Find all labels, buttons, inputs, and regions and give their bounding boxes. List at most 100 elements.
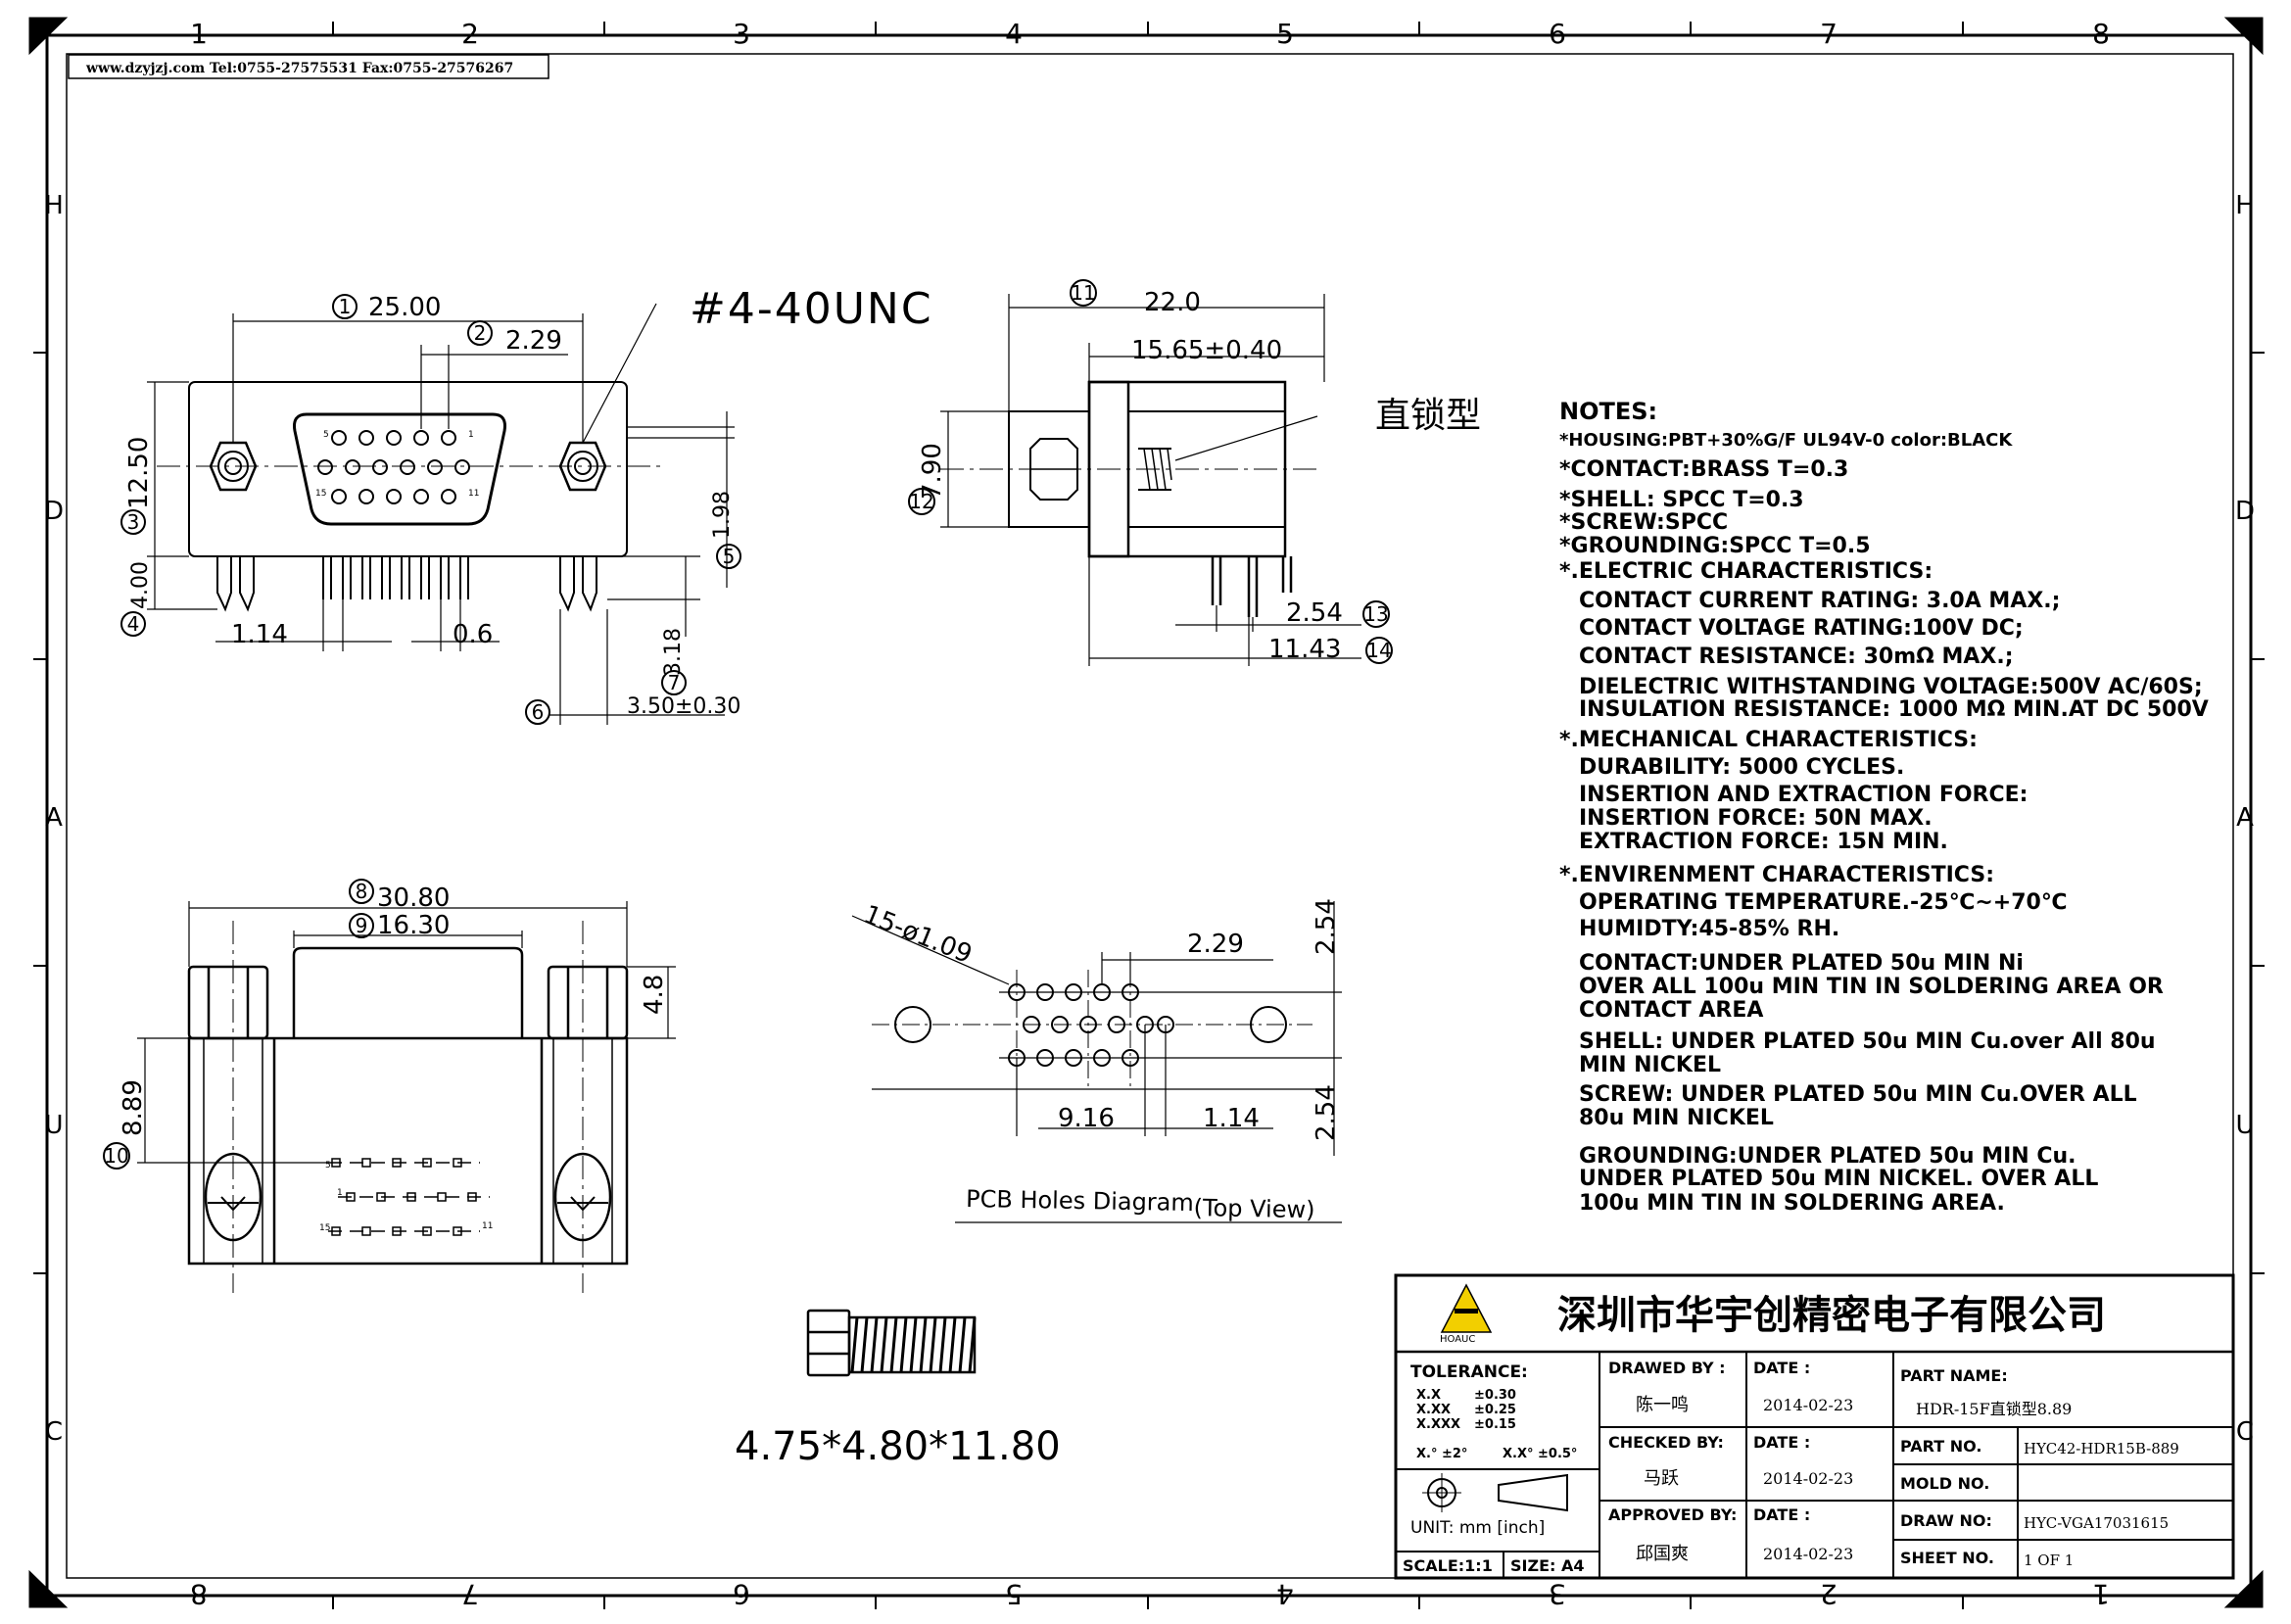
tolerance-label: TOLERANCE: <box>1410 1362 1528 1382</box>
angle-tol: X.X° ±0.5° <box>1503 1447 1577 1461</box>
note-line: CONTACT VOLTAGE RATING:100V DC; <box>1579 616 2024 641</box>
row-label: D <box>44 497 64 526</box>
row-label: H <box>44 191 64 220</box>
note-line: *SCREW:SPCC <box>1559 510 1728 535</box>
approved-by-name: 邱国爽 <box>1636 1544 1689 1564</box>
sheet-no-label: SHEET NO. <box>1900 1549 1994 1567</box>
col-label: 2 <box>1820 1578 1838 1610</box>
tol-key: X.XXX <box>1416 1417 1460 1432</box>
note-line: *CONTACT:BRASS T=0.3 <box>1559 457 1848 482</box>
note-line: INSULATION RESISTANCE: 1000 MΩ MIN.AT DC… <box>1579 697 2209 722</box>
dim-4-8: 4.8 <box>640 975 669 1015</box>
note-line: CONTACT CURRENT RATING: 3.0A MAX.; <box>1579 589 2060 613</box>
dim-2-54-bot: 2.54 <box>1312 1084 1341 1141</box>
note-line: *.MECHANICAL CHARACTERISTICS: <box>1559 728 1978 752</box>
row-label: A <box>45 803 63 833</box>
col-label: 3 <box>733 18 750 50</box>
note-line: 80u MIN NICKEL <box>1579 1106 1774 1130</box>
dim-1-14: 1.14 <box>1203 1104 1260 1133</box>
logo-text: HOAUC <box>1440 1334 1475 1345</box>
dim-2-29: 2.29 <box>505 326 562 356</box>
title-block <box>1394 1273 2235 1580</box>
note-line: CONTACT RESISTANCE: 30mΩ MAX.; <box>1579 645 2014 669</box>
note-line: CONTACT AREA <box>1579 998 1763 1023</box>
column-labels-top: 1 2 3 4 5 6 7 8 <box>190 18 2110 50</box>
col-label: 6 <box>1549 18 1566 50</box>
col-label: 7 <box>1820 18 1838 50</box>
pcb-diagram-labels: 15-ø1.09 2.29 2.54 2.54 9.16 1.14 PCB Ho… <box>859 898 1341 1223</box>
col-label: 1 <box>190 18 208 50</box>
dim-4-00: 4.00 <box>128 561 153 609</box>
dim-7-90: 7.90 <box>918 443 947 500</box>
dim-0-6: 0.6 <box>453 620 493 649</box>
callout-12: 12 <box>909 490 933 513</box>
part-name-label: PART NAME: <box>1900 1366 2008 1385</box>
pin-label-5: 5 <box>323 430 329 440</box>
mold-no-label: MOLD NO. <box>1900 1474 1989 1493</box>
checked-by-name: 马跃 <box>1644 1468 1679 1489</box>
size-label: SIZE: A4 <box>1510 1556 1585 1575</box>
part-no-value: HYC42-HDR15B-889 <box>2024 1440 2179 1457</box>
note-line: OVER ALL 100u MIN TIN IN SOLDERING AREA … <box>1579 975 2164 999</box>
pin-label-1: 1 <box>337 1188 343 1198</box>
callout-5: 5 <box>723 545 736 568</box>
tol-key: X.X <box>1416 1388 1441 1403</box>
note-line: DIELECTRIC WITHSTANDING VOLTAGE:500V AC/… <box>1579 675 2203 699</box>
col-label: 5 <box>1276 18 1294 50</box>
screw-drawing <box>806 1309 977 1377</box>
note-line: *.ELECTRIC CHARACTERISTICS: <box>1559 559 1933 584</box>
note-line: INSERTION FORCE: 50N MAX. <box>1579 806 1933 831</box>
dim-30-80: 30.80 <box>377 884 450 913</box>
dim-2-54-top: 2.54 <box>1312 898 1341 955</box>
date-label: DATE : <box>1753 1433 1810 1452</box>
note-line: GROUNDING:UNDER PLATED 50u MIN Cu. <box>1579 1144 2076 1169</box>
side-view-labels: 直锁型 22.0 15.65±0.40 7.90 2.54 11.43 <box>918 288 1481 664</box>
date-value: 2014-02-23 <box>1763 1469 1853 1488</box>
note-line: 100u MIN TIN IN SOLDERING AREA. <box>1579 1191 2005 1216</box>
notes-title: NOTES: <box>1559 398 1657 425</box>
dim-8-89: 8.89 <box>119 1079 148 1136</box>
date-value: 2014-02-23 <box>1763 1396 1853 1414</box>
front-view-callouts: 1 2 3 4 5 6 7 <box>120 294 741 725</box>
pcb-title-main: PCB Holes Diagram <box>966 1185 1194 1217</box>
front-view-labels: #4-40UNC 25.00 2.29 12.50 4.00 1.98 1.14… <box>124 284 931 719</box>
note-line: *SHELL: SPCC T=0.3 <box>1559 488 1804 512</box>
scale-label: SCALE:1:1 <box>1403 1556 1493 1575</box>
note-line: SHELL: UNDER PLATED 50u MIN Cu.over All … <box>1579 1029 2156 1054</box>
date-label: DATE : <box>1753 1359 1810 1377</box>
col-label: 6 <box>733 1578 750 1610</box>
tol-value: ±0.30 <box>1474 1388 1516 1403</box>
col-label: 8 <box>190 1578 208 1610</box>
col-label: 7 <box>461 1578 479 1610</box>
callout-6: 6 <box>532 700 545 724</box>
date-label: DATE : <box>1753 1505 1810 1524</box>
dim-22-0: 22.0 <box>1144 288 1201 317</box>
col-label: 5 <box>1005 1578 1023 1610</box>
header-stamp: www.dzyjzj.com Tel:0755-27575531 Fax:075… <box>68 54 549 79</box>
lock-type-label: 直锁型 <box>1375 396 1481 436</box>
callout-11: 11 <box>1071 281 1095 305</box>
dim-1-98: 1.98 <box>710 491 735 539</box>
angle-tol: X.° ±2° <box>1416 1447 1467 1461</box>
col-label: 4 <box>1276 1578 1294 1610</box>
pin-label-11: 11 <box>468 489 479 499</box>
pin-label-5: 5 <box>325 1161 331 1170</box>
pcb-diagram-title: PCB Holes Diagram(Top View) <box>966 1185 1315 1223</box>
title-block-text: 深圳市华宇创精密电子有限公司 HOAUC TOLERANCE: X.X ±0.3… <box>1403 1293 2179 1575</box>
bottom-view-labels: 30.80 16.30 4.8 8.89 5 1 15 11 <box>119 884 669 1233</box>
tol-value: ±0.15 <box>1474 1417 1516 1432</box>
dim-3-18: 3.18 <box>661 628 686 676</box>
callout-1: 1 <box>339 295 352 318</box>
holes-spec-label: 15-ø1.09 <box>859 900 976 970</box>
pcb-holes-diagram <box>851 901 1342 1223</box>
col-label: 4 <box>1005 18 1023 50</box>
col-label: 8 <box>2092 18 2110 50</box>
note-line: UNDER PLATED 50u MIN NICKEL. OVER ALL <box>1579 1167 2098 1191</box>
row-label: A <box>2236 803 2254 833</box>
bottom-view-callouts: 8 9 10 <box>103 879 374 1170</box>
callout-9: 9 <box>356 914 368 937</box>
row-label: C <box>45 1417 63 1447</box>
pin-label-11: 11 <box>482 1221 493 1231</box>
